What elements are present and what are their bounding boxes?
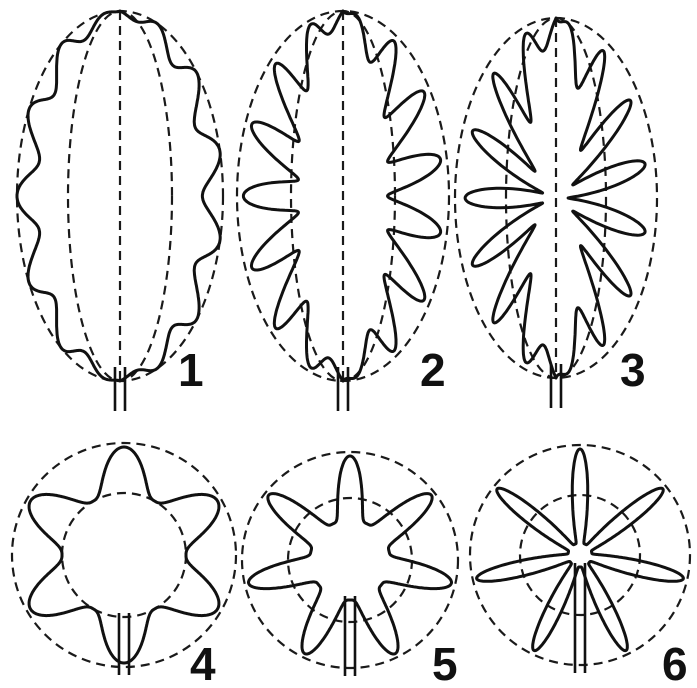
- leaf-figure-3: 3: [455, 18, 657, 408]
- inner-circle-outline: [62, 493, 186, 617]
- petiole-stalk: [119, 613, 129, 675]
- inner-circle-outline: [288, 498, 412, 622]
- figure-number-label: 1: [178, 344, 204, 396]
- leaf-figure-4: 4: [12, 443, 236, 688]
- figure-number-label: 6: [662, 638, 688, 688]
- figure-number-label: 3: [620, 344, 646, 396]
- figure-number-label: 2: [420, 344, 446, 396]
- lobed-leaf-outline: [477, 449, 684, 651]
- petiole-stalk: [345, 596, 355, 676]
- leaf-figure-1: 1: [17, 11, 223, 411]
- petiole-stalk: [575, 563, 585, 673]
- leaf-figure-5: 5: [242, 452, 458, 688]
- outer-circle-outline: [12, 443, 236, 667]
- lobed-leaf-outline: [29, 447, 219, 663]
- outer-circle-outline: [242, 452, 458, 668]
- leaf-figure-6: 6: [470, 445, 690, 688]
- lobed-leaf-outline: [249, 456, 452, 654]
- figure-number-label: 5: [432, 638, 458, 688]
- leaf-figure-2: 2: [237, 11, 449, 411]
- outer-circle-outline: [470, 445, 690, 665]
- figure-number-label: 4: [190, 638, 216, 688]
- lobed-leaf-outline: [17, 11, 220, 381]
